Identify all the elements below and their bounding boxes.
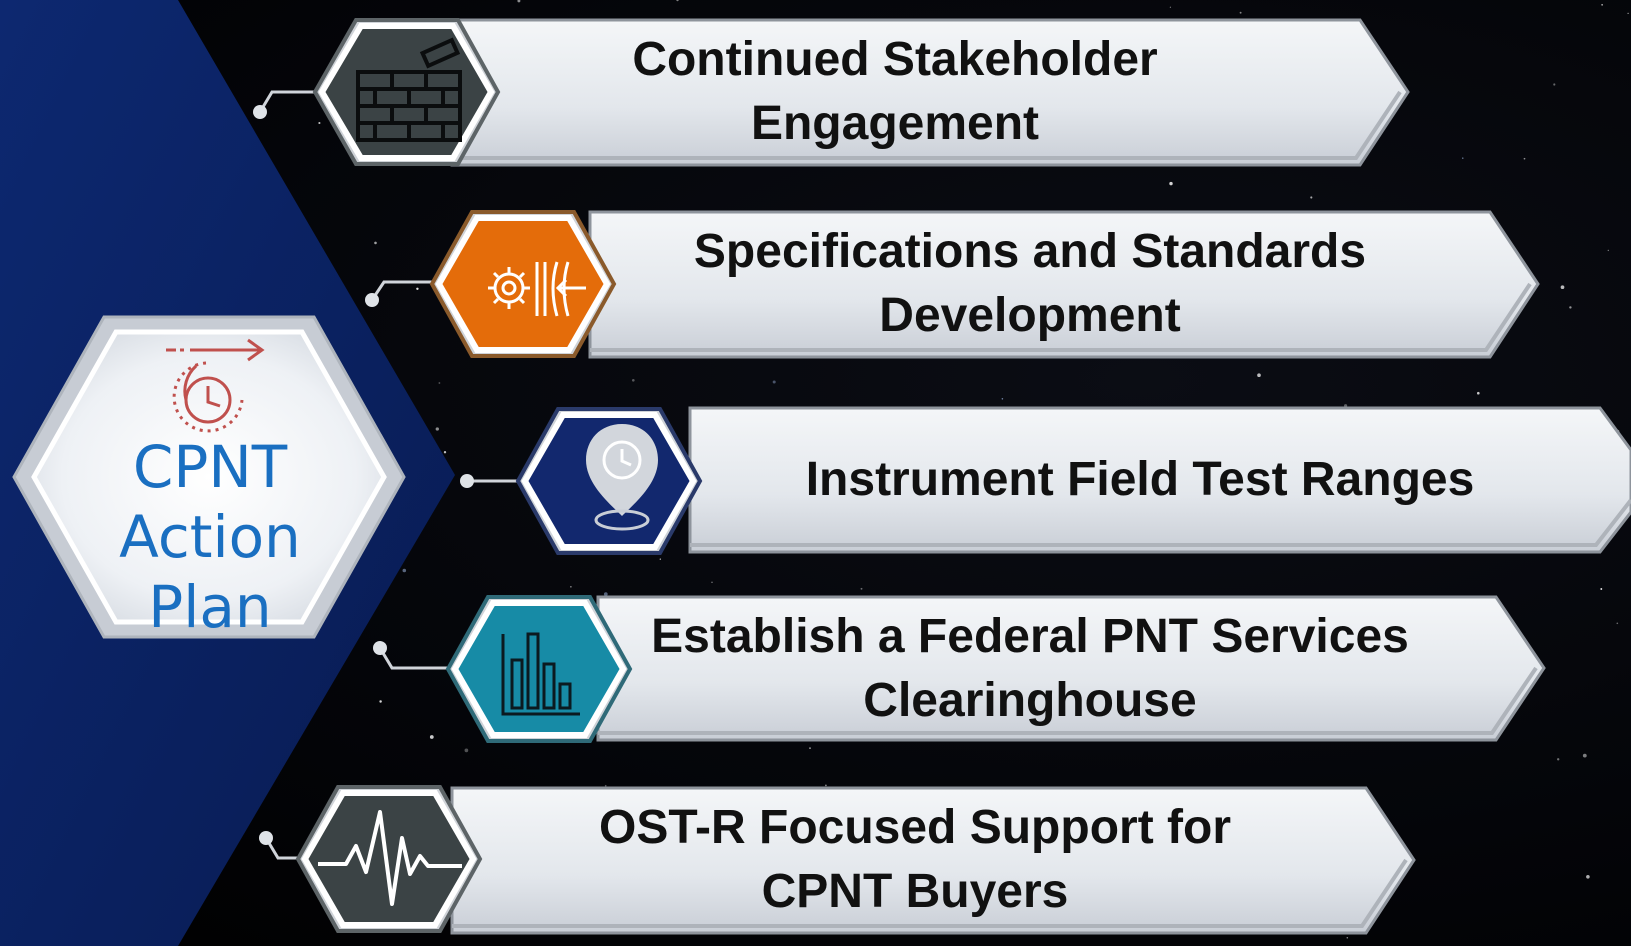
star — [604, 784, 607, 787]
heartbeat-pulse-icon — [318, 810, 462, 906]
star — [1477, 391, 1480, 395]
star — [1257, 373, 1261, 378]
gear-pressure-icon — [488, 261, 586, 317]
star — [860, 587, 863, 590]
item-arrow-3-edge — [690, 498, 1631, 547]
connector-1 — [258, 90, 318, 113]
star — [379, 700, 382, 703]
item-arrow-3 — [688, 406, 1631, 554]
item-row-1 — [312, 18, 1410, 167]
connectors — [253, 90, 522, 860]
center-hex-inner — [31, 329, 387, 625]
star — [825, 784, 827, 787]
connector-2 — [370, 280, 436, 301]
connector-4 — [378, 647, 452, 670]
star — [1586, 875, 1590, 879]
star — [1627, 12, 1629, 15]
star — [318, 121, 321, 125]
item-arrow-2-edge — [590, 282, 1532, 352]
item-arrow-4-edge — [598, 666, 1538, 735]
connector-5 — [264, 837, 300, 860]
star — [1310, 196, 1313, 199]
star — [429, 735, 434, 739]
star — [603, 592, 608, 596]
bar-chart-icon — [501, 632, 580, 716]
star — [1560, 285, 1565, 290]
star — [435, 427, 439, 431]
star — [809, 747, 811, 749]
center-title-line-1: CPNT — [132, 433, 288, 501]
clock-with-forward-arrow-icon — [166, 338, 265, 433]
star — [402, 568, 407, 573]
connector-dot-2 — [365, 293, 379, 307]
star — [464, 748, 469, 753]
item-label-2: Specifications and Standards Development — [640, 220, 1420, 348]
item-label-2-line-2: Development — [879, 289, 1181, 342]
star — [1169, 181, 1173, 186]
star — [1607, 249, 1609, 252]
item-row-5 — [295, 785, 1416, 935]
center-node — [12, 315, 406, 639]
star — [1239, 11, 1242, 14]
item-label-5-line-1: OST-R Focused Support for — [599, 801, 1231, 854]
star — [1346, 937, 1349, 939]
center-title-line-3: Plan — [148, 573, 272, 641]
item-arrow-1-edge — [452, 90, 1402, 160]
item-label-1-line-1: Continued Stakeholder — [632, 33, 1158, 86]
star — [1601, 4, 1603, 6]
brick-wall-icon — [356, 37, 462, 142]
item-row-2 — [429, 210, 1540, 359]
star — [1523, 157, 1526, 160]
star — [1344, 404, 1348, 408]
center-title: CPNT Action Plan — [95, 432, 325, 642]
star — [1569, 306, 1572, 309]
connector-dot-4 — [373, 641, 387, 655]
item-label-1-line-2: Engagement — [750, 97, 1040, 150]
star — [1600, 588, 1603, 590]
star — [1582, 753, 1587, 758]
item-label-3-line-1: Instrument Field Test Ranges — [805, 453, 1475, 506]
star — [443, 451, 447, 454]
item-arrow-2 — [588, 210, 1540, 359]
item-row-4 — [445, 595, 1546, 743]
item-label-5: OST-R Focused Support for CPNT Buyers — [520, 796, 1310, 924]
star — [570, 586, 572, 588]
item-hex-5-inner — [301, 790, 477, 928]
star — [1557, 758, 1560, 761]
star — [1616, 622, 1619, 625]
connector-dot-5 — [259, 831, 273, 845]
star — [416, 287, 419, 291]
star — [517, 0, 521, 3]
item-row-3 — [515, 406, 1631, 555]
item-label-4-line-1: Establish a Federal PNT Services — [651, 610, 1409, 663]
star — [659, 558, 661, 560]
star — [1462, 157, 1464, 159]
item-label-1: Continued Stakeholder Engagement — [500, 28, 1290, 156]
item-label-4-line-2: Clearinghouse — [863, 674, 1197, 727]
star — [1169, 6, 1172, 8]
item-label-3: Instrument Field Test Ranges — [730, 448, 1550, 512]
item-label-2-line-1: Specifications and Standards — [693, 225, 1367, 278]
connector-dot-3 — [460, 474, 474, 488]
star — [1553, 83, 1556, 86]
star — [374, 241, 377, 245]
item-label-4: Establish a Federal PNT Services Clearin… — [630, 605, 1430, 733]
location-pin-clock-icon — [586, 424, 658, 531]
star — [438, 382, 441, 384]
item-label-5-line-2: CPNT Buyers — [761, 865, 1069, 918]
connector-dot-1 — [253, 105, 267, 119]
star — [772, 380, 776, 384]
star — [711, 581, 713, 583]
star — [676, 0, 679, 2]
center-title-line-2: Action — [119, 503, 301, 571]
star — [631, 378, 635, 382]
item-arrow-5-edge — [452, 858, 1408, 928]
star — [1001, 398, 1004, 400]
